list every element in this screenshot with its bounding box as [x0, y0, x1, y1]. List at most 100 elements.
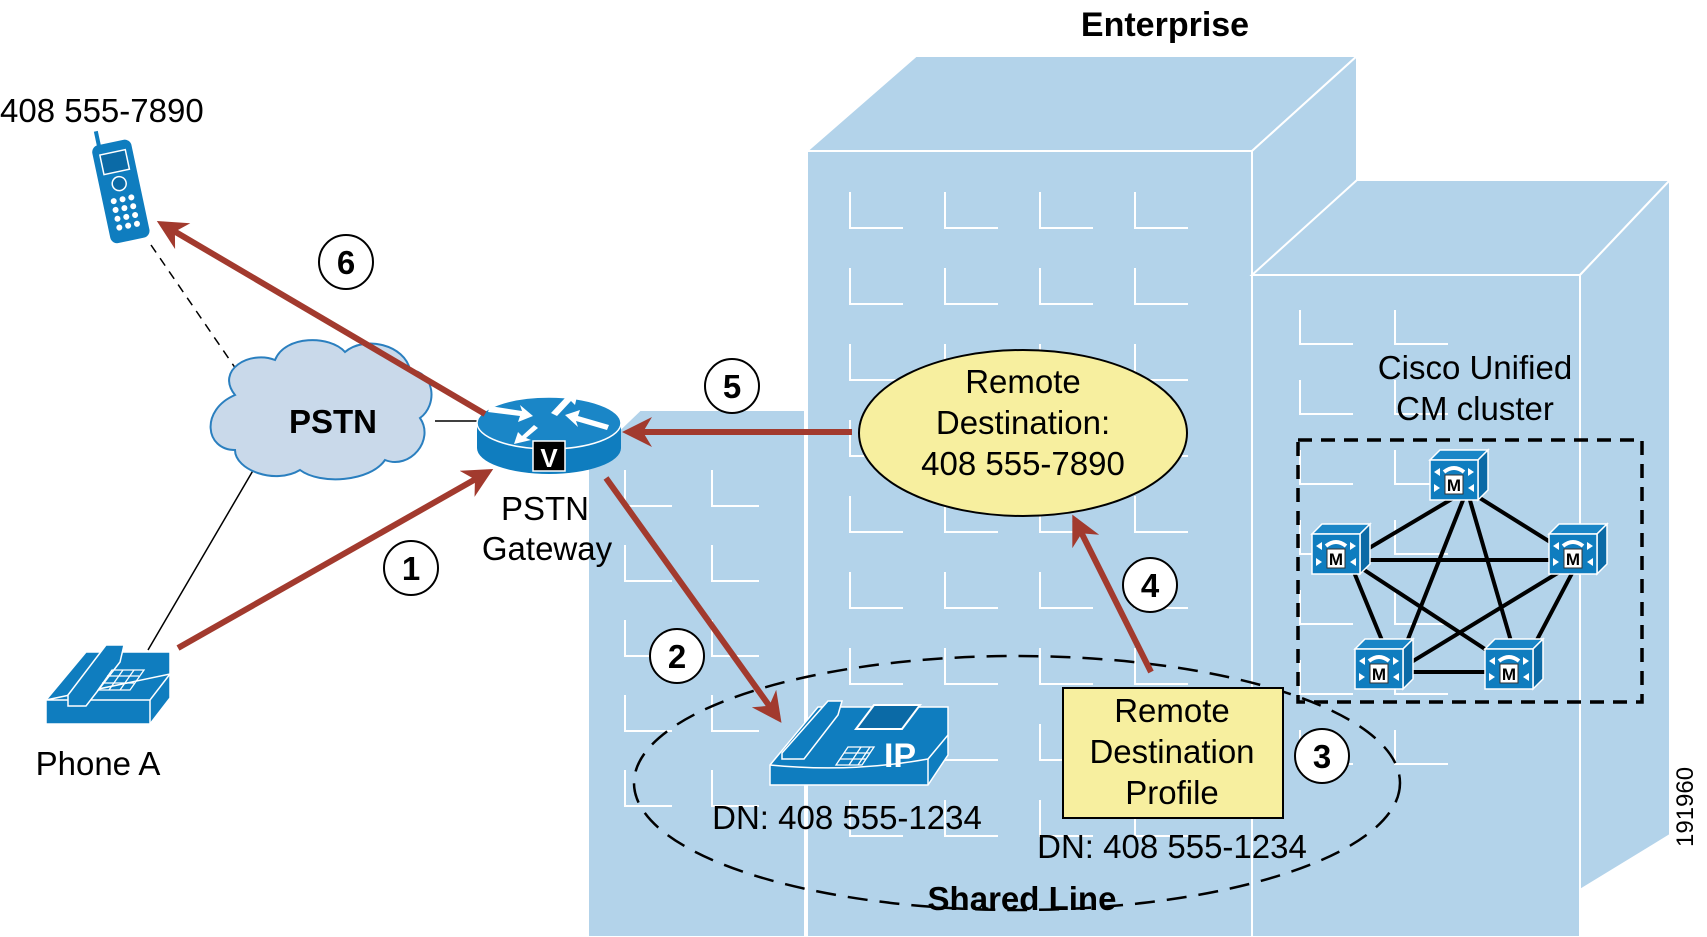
gateway-label-line2: Gateway	[482, 530, 613, 567]
pstn-cloud-label: PSTN	[289, 403, 377, 440]
cluster-boundary	[1296, 438, 1644, 704]
window-mark	[944, 496, 998, 533]
step-badge-2: 2	[649, 628, 705, 684]
window-mark	[944, 268, 998, 305]
cluster-label-line2: CM cluster	[1396, 390, 1554, 427]
phone-a-to-pstn-link	[147, 461, 259, 651]
cloud-icon	[209, 339, 433, 481]
arrow-step-6	[156, 220, 487, 417]
ip-phone-badge: IP	[884, 737, 916, 775]
phone-a-label: Phone A	[36, 745, 161, 782]
window-mark	[624, 695, 672, 732]
cm-server-icon	[1353, 637, 1415, 691]
window-mark	[849, 496, 903, 533]
remote-destination-line3: 408 555-7890	[921, 445, 1125, 482]
cm-cluster[interactable]: Cisco Unified CM cluster	[1296, 349, 1644, 704]
cluster-label-line1: Cisco Unified	[1378, 349, 1572, 386]
ip-phone-icon: IP	[769, 700, 949, 786]
title: Enterprise	[1081, 6, 1249, 44]
step-number: 1	[402, 550, 420, 587]
rdp-line3: Profile	[1125, 774, 1219, 811]
pstn-cloud[interactable]: PSTN	[209, 339, 433, 481]
cm-server-icon	[1310, 522, 1372, 576]
window-mark	[1039, 192, 1093, 229]
step-badge-1: 1	[383, 540, 439, 596]
step-badge-3: 3	[1294, 728, 1350, 784]
step-number: 6	[337, 244, 355, 281]
window-mark	[624, 545, 672, 582]
cm-server-icon	[1428, 448, 1490, 502]
phone-a[interactable]: Phone A	[36, 644, 172, 782]
router-voice-icon: V	[476, 392, 622, 474]
window-mark	[1039, 268, 1093, 305]
window-mark	[1039, 648, 1093, 685]
rdp-line1: Remote	[1114, 692, 1230, 729]
step-number: 2	[668, 638, 686, 675]
call-flow-arrows	[156, 220, 1154, 723]
ip-phone[interactable]: IP DN: 408 555-1234	[712, 700, 982, 836]
step-number: 4	[1141, 567, 1160, 604]
window-mark	[711, 770, 759, 807]
rdp-line2: Destination	[1089, 733, 1254, 770]
mobile-phone[interactable]: 408 555-7890	[0, 92, 204, 245]
window-mark	[711, 470, 759, 507]
rdp-dn: DN: 408 555-1234	[1037, 828, 1307, 865]
step-number: 5	[723, 368, 741, 405]
arrow-step-2	[603, 476, 782, 723]
window-mark	[1039, 800, 1093, 837]
window-mark	[1299, 450, 1353, 485]
window-mark	[849, 648, 903, 685]
window-mark	[1039, 572, 1093, 609]
mobile-phone-icon	[92, 130, 150, 244]
window-mark	[1394, 590, 1448, 625]
window-mark	[711, 545, 759, 582]
window-mark	[1299, 590, 1353, 625]
remote-destination[interactable]: Remote Destination: 408 555-7890	[858, 349, 1188, 517]
desk-phone-icon	[45, 644, 172, 725]
enterprise-buildings	[587, 53, 1673, 937]
window-mark	[1299, 660, 1353, 695]
step-badge-5: 5	[704, 358, 760, 414]
window-mark	[1134, 192, 1188, 229]
step-badge-6: 6	[318, 234, 374, 290]
step-badge-4: 4	[1122, 557, 1178, 613]
arrow-step-4	[1072, 514, 1154, 674]
pstn-gateway[interactable]: V PSTN Gateway	[476, 392, 622, 567]
window-mark	[849, 192, 903, 229]
remote-destination-line1: Remote	[965, 363, 1081, 400]
window-mark	[1394, 380, 1448, 415]
window-mark	[624, 770, 672, 807]
window-mark	[944, 572, 998, 609]
window-mark	[1299, 380, 1353, 415]
window-mark	[1394, 310, 1448, 345]
remote-destination-profile[interactable]: Remote Destination Profile DN: 408 555-1…	[1037, 687, 1307, 865]
remote-destination-bubble	[858, 349, 1188, 517]
step-number: 3	[1313, 738, 1331, 775]
window-mark	[849, 572, 903, 609]
window-mark	[1394, 730, 1448, 765]
remote-destination-profile-box	[1062, 687, 1284, 819]
gateway-badge: V	[540, 443, 558, 473]
mobile-phone-number: 408 555-7890	[0, 92, 204, 129]
shared-line-label: Shared Line	[928, 880, 1117, 917]
window-mark	[849, 344, 903, 381]
window-mark	[711, 620, 759, 657]
window-mark	[849, 800, 903, 837]
mobile-wireless-link	[150, 244, 239, 373]
window-mark	[1134, 648, 1188, 685]
ip-phone-dn: DN: 408 555-1234	[712, 799, 982, 836]
arrow-step-1	[176, 469, 494, 651]
window-mark	[1134, 496, 1188, 533]
cm-server-icon	[1483, 637, 1545, 691]
figure-id: 191960	[1672, 767, 1699, 847]
cm-server-icon	[1547, 522, 1609, 576]
remote-destination-line2: Destination:	[936, 404, 1110, 441]
shared-line-boundary	[632, 654, 1402, 912]
step-badges: 1 2 3 4 5 6	[318, 234, 1350, 784]
gateway-label-line1: PSTN	[501, 490, 589, 527]
window-mark	[944, 800, 998, 837]
window-mark	[849, 268, 903, 305]
window-mark	[1134, 268, 1188, 305]
window-mark	[1299, 310, 1353, 345]
